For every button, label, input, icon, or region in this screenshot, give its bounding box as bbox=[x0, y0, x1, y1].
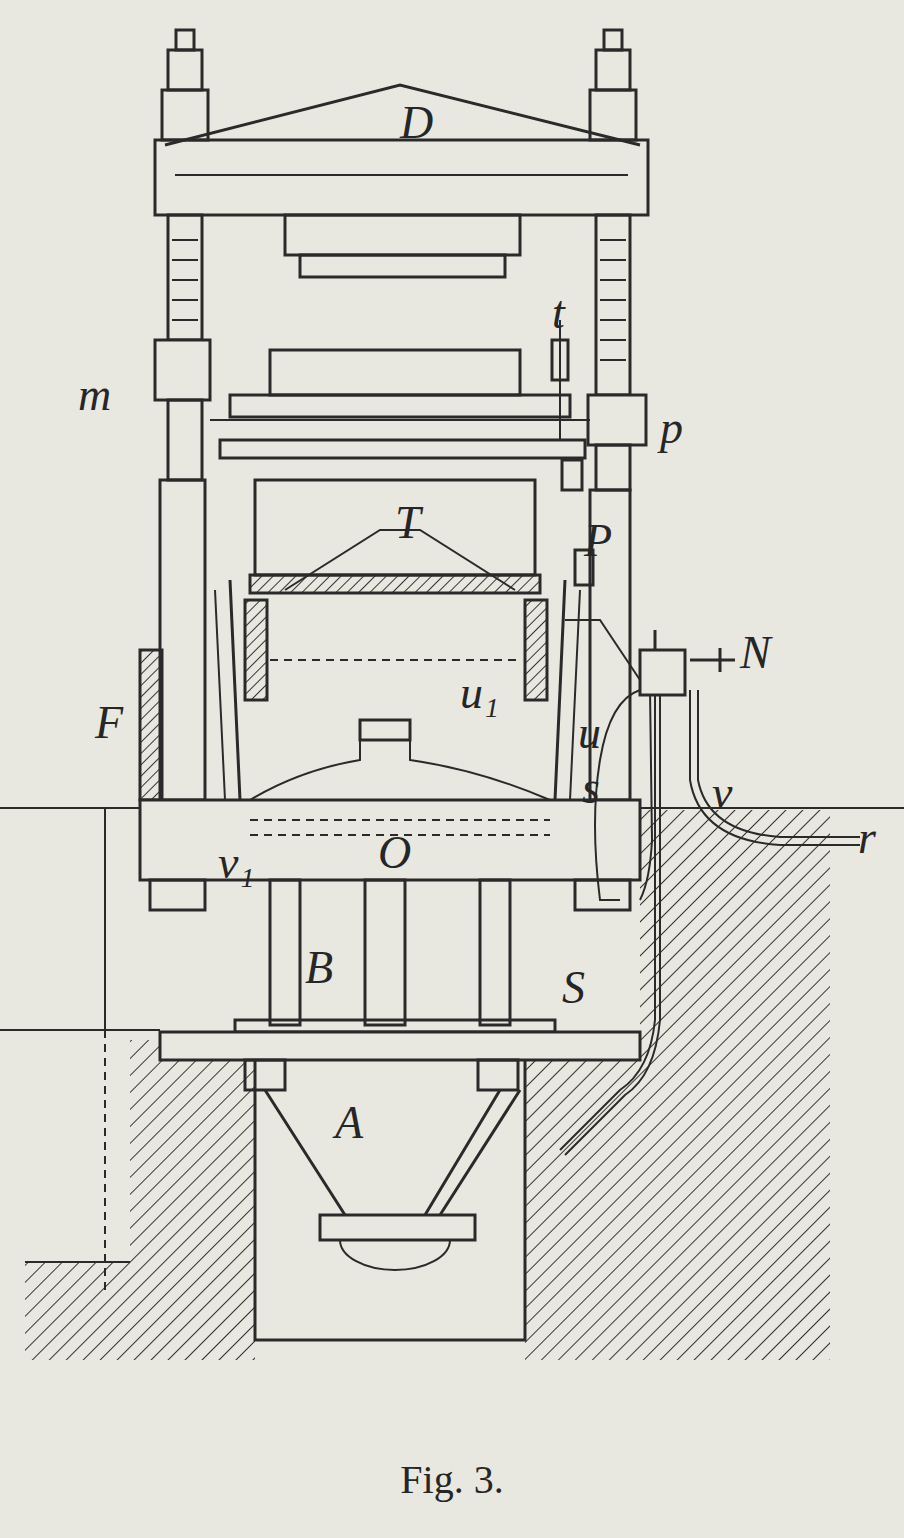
pipe-label: s bbox=[582, 765, 600, 811]
column-label: B bbox=[305, 945, 333, 991]
pipe-label: v bbox=[712, 770, 732, 816]
table-label: T bbox=[395, 500, 421, 546]
gauge-label: t bbox=[552, 290, 565, 336]
figure-caption: Fig. 3. bbox=[400, 1460, 503, 1500]
pipe-label: S bbox=[562, 965, 585, 1011]
part-label: v₁ bbox=[218, 840, 254, 886]
accumulator-label: A bbox=[335, 1100, 363, 1146]
guide-label: P bbox=[584, 518, 612, 564]
base-label: O bbox=[378, 830, 411, 876]
pipe-label: r bbox=[858, 815, 876, 861]
crosshead-label: D bbox=[400, 100, 433, 146]
bracket-label: F bbox=[95, 700, 123, 746]
valve-label: N bbox=[740, 630, 771, 676]
cylinder-label: u bbox=[578, 710, 601, 756]
nut-label: p bbox=[660, 405, 683, 451]
nut-label: m bbox=[78, 372, 111, 418]
cylinder-label: u₁ bbox=[460, 670, 499, 716]
